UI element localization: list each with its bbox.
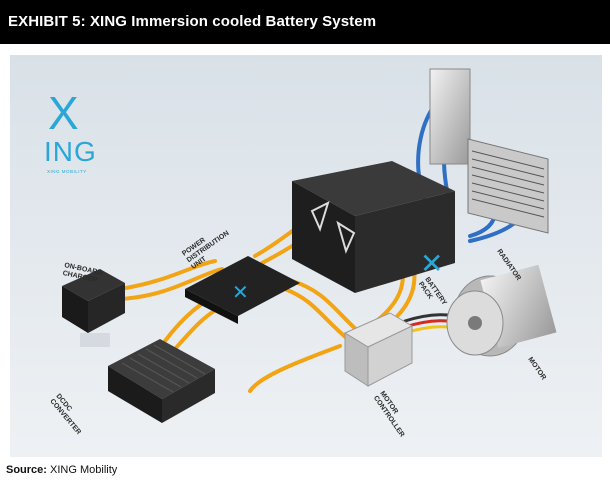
battery-system-diagram: X ING XING MOBILITY ✕ — [10, 55, 602, 457]
power-distribution-unit: ✕ — [185, 256, 300, 324]
motor-controller — [343, 312, 414, 387]
exhibit-header: EXHIBIT 5: XING Immersion cooled Battery… — [0, 0, 610, 44]
xing-logo: X ING XING MOBILITY — [44, 87, 97, 174]
pdu-x-icon: ✕ — [232, 282, 249, 304]
dcdc-converter — [108, 339, 215, 423]
battery-x-icon: ✕ — [420, 248, 443, 279]
logo-tagline: XING MOBILITY — [47, 169, 87, 174]
radiator — [429, 68, 549, 234]
logo-x-glyph: X — [48, 87, 79, 139]
source-text: XING Mobility — [46, 464, 118, 476]
coolant-reservoir — [429, 68, 471, 165]
battery-pack: ✕ — [292, 161, 455, 293]
on-board-charger — [62, 269, 125, 347]
exhibit-title: EXHIBIT 5: XING Immersion cooled Battery… — [8, 13, 377, 30]
motor — [446, 264, 557, 357]
source-label: Source: — [6, 464, 47, 476]
battery-logo-triangle — [336, 220, 356, 254]
source-note: Source: XING Mobility — [6, 464, 117, 476]
battery-logo-triangle — [310, 201, 330, 232]
logo-wordmark: ING — [44, 136, 97, 167]
